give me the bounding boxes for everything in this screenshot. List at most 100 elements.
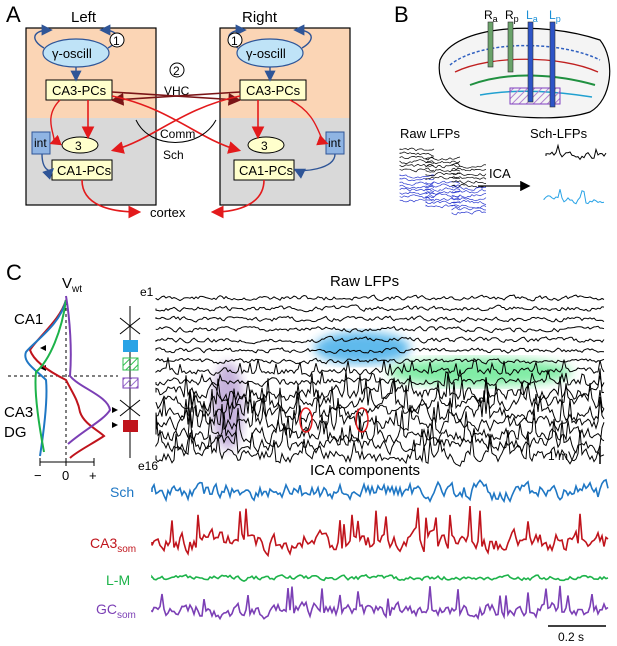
panel-a: A Left Right γ-oscill 1 γ-oscill 1 CA3-P…	[6, 2, 351, 220]
panel-b-label: B	[394, 2, 409, 27]
probe-ra	[487, 21, 494, 68]
sch-lfps-thumbnail	[543, 143, 607, 205]
right-ca3-label: CA3-PCs	[246, 83, 301, 98]
sch-thumb-blue	[543, 189, 605, 205]
right-gamma-label: γ-oscill	[246, 46, 286, 61]
raw-thumb-trace	[425, 190, 461, 195]
vwt-profiles	[24, 295, 112, 459]
time-scale-label: 0.2 s	[558, 630, 584, 644]
raw-thumb-trace	[451, 193, 487, 198]
right-ca3-to-int-arrow	[289, 99, 329, 146]
probe-lp-label: Lp	[549, 8, 561, 24]
raw-thumb-trace	[425, 196, 461, 202]
probe-rp-label: Rp	[505, 8, 519, 24]
right-int-label: int	[328, 136, 341, 150]
raw-thumb-trace	[425, 187, 461, 192]
raw-thumb-trace	[451, 206, 487, 211]
ica-component-traces	[151, 478, 609, 621]
probe-lp	[549, 21, 556, 108]
right-marker-3-ring	[247, 136, 285, 154]
raw-thumb-trace	[425, 156, 461, 161]
raw-thumb-trace	[425, 169, 461, 173]
raw-thumb-trace	[399, 187, 435, 192]
raw-lfp-channel	[155, 407, 605, 445]
ica-component-trace	[151, 506, 609, 558]
right-gamma-loop-arrow-2	[293, 24, 312, 49]
raw-lfp-channel	[155, 368, 605, 403]
raw-thumb-trace	[451, 186, 487, 191]
raw-lfp-channel	[155, 357, 605, 365]
raw-thumb-trace	[425, 163, 461, 169]
raw-lfps-thumbnail	[399, 147, 487, 216]
vwt-tick-plus-label: +	[89, 468, 97, 483]
ca3-layer-label: CA3	[4, 404, 33, 421]
left-hemisphere-frame	[25, 27, 157, 206]
gcsom-profile	[65, 295, 112, 445]
lm-profile	[34, 299, 67, 453]
left-ca3-label: CA3-PCs	[52, 83, 107, 98]
raw-lfp-channel	[155, 304, 605, 313]
vhc-label: VHC	[164, 84, 190, 98]
raw-lfp-channel	[155, 387, 605, 424]
lm-highlight	[388, 358, 572, 386]
raw-thumb-trace	[425, 160, 461, 165]
ica-component-trace	[151, 478, 609, 504]
comm-right-arrow	[110, 95, 241, 154]
ica-component-trace	[151, 573, 609, 582]
raw-lfp-channel	[155, 335, 605, 345]
sch-label: Sch	[163, 148, 184, 162]
raw-thumb-trace	[399, 163, 435, 168]
marker-2-text: 2	[173, 64, 180, 78]
right-marker-1-text: 1	[231, 34, 238, 48]
sch-profile	[24, 299, 67, 457]
left-int-label: int	[34, 136, 47, 150]
panel-b: B Ra Rp La Lp Raw LFPs Sch-LFPs	[394, 2, 611, 216]
raw-thumb-trace	[451, 199, 487, 205]
panel-c: C Vwt − 0 + CA1 CA3 DG Raw LFPs e1 e16	[4, 260, 609, 644]
probe-gc-zone	[122, 377, 139, 389]
probe-ra-label: Ra	[484, 8, 498, 24]
right-int-to-ca1-arrow	[293, 153, 336, 179]
raw-lfp-channel	[155, 294, 605, 302]
left-int-to-ca1-arrow	[41, 153, 54, 180]
hippocampus-layer-3	[469, 74, 596, 86]
dg-layer-label: DG	[4, 424, 27, 441]
sch-thumb-black	[545, 143, 607, 161]
electrode-e1-label: e1	[140, 285, 154, 299]
layer-marker-1	[40, 345, 46, 351]
probe-cross-2b	[119, 399, 141, 417]
left-ca3-to-int-arrow	[49, 99, 62, 146]
raw-thumb-trace	[399, 147, 435, 152]
marker-2	[169, 62, 185, 78]
ca1-layer-label: CA1	[14, 311, 43, 328]
cortex-label: cortex	[150, 205, 186, 220]
raw-lfp-channel	[155, 396, 605, 435]
left-marker-3-ring	[61, 136, 99, 154]
comm-brace	[135, 119, 217, 143]
probe-rp	[507, 21, 514, 73]
hippocampus-layer-2	[454, 58, 599, 73]
probe-la	[527, 21, 534, 103]
raw-lfp-traces	[155, 294, 605, 467]
vwt-tick-zero-label: 0	[62, 468, 69, 483]
raw-lfp-channel	[155, 347, 605, 354]
raw-thumb-trace	[399, 167, 435, 173]
right-marker-1	[227, 32, 243, 48]
right-ca1-label: CA1-PCs	[239, 163, 294, 178]
raw-lfp-channel	[155, 429, 605, 467]
raw-thumb-trace	[399, 159, 434, 165]
comm-label: Comm	[160, 127, 195, 141]
raw-thumb-trace	[399, 198, 435, 203]
event-marker-2	[355, 407, 369, 433]
right-title: Right	[242, 9, 278, 26]
raw-thumb-trace	[451, 167, 487, 172]
raw-thumb-trace	[399, 184, 435, 189]
raw-thumb-trace	[399, 174, 435, 179]
raw-thumb-trace	[399, 181, 435, 186]
probe-ca3-zone	[123, 420, 138, 432]
layer-marker-4	[112, 422, 118, 428]
layer-marker-3	[112, 407, 118, 413]
raw-lfp-channel	[155, 325, 605, 334]
probe-sch-zone	[123, 340, 138, 352]
